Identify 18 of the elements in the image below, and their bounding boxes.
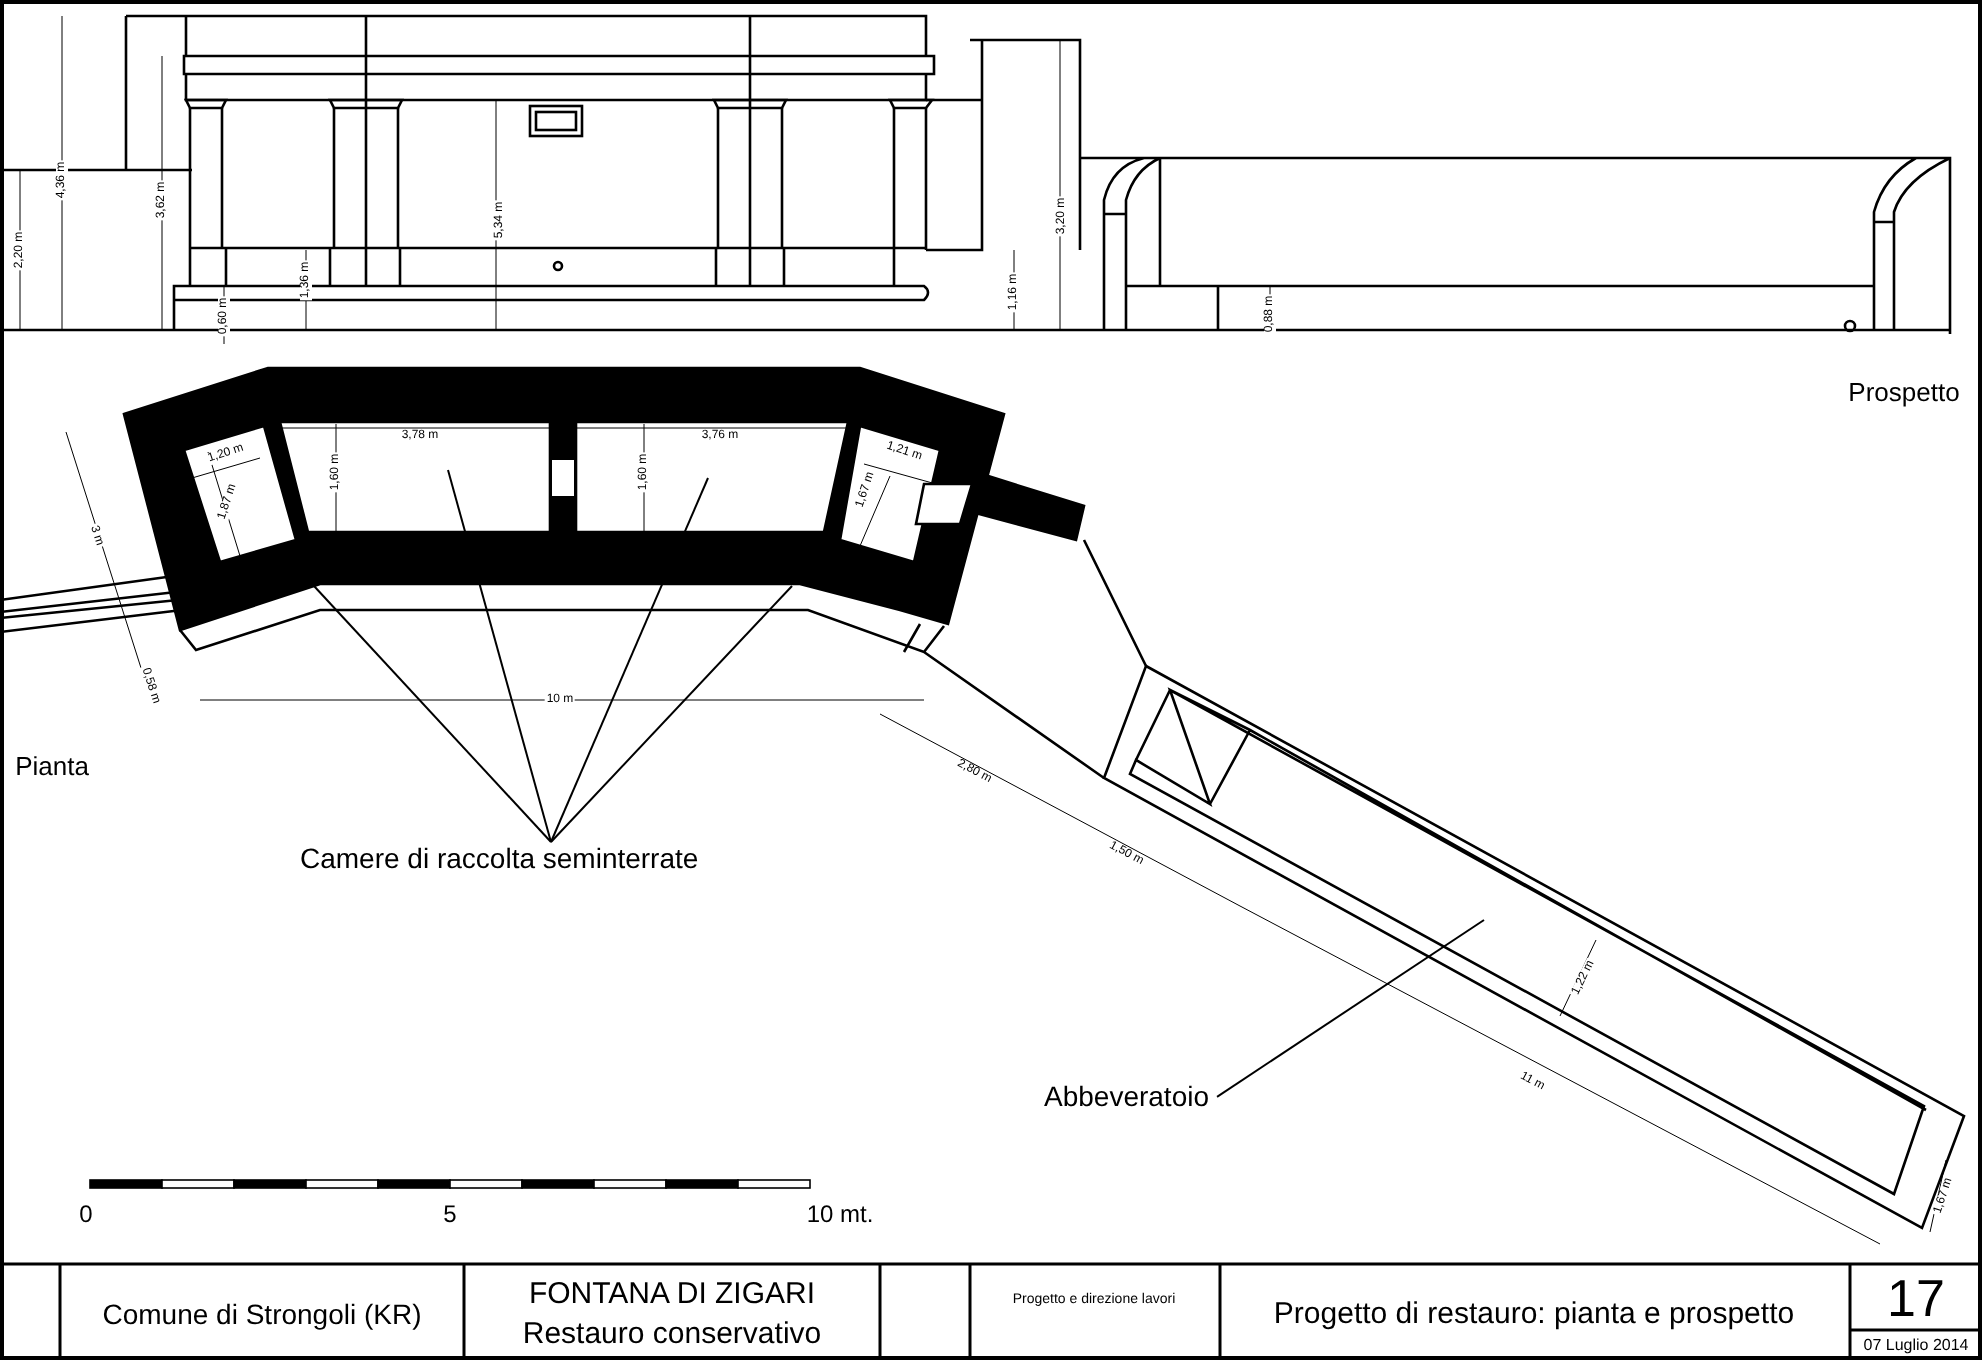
date-text: 07 Luglio 2014 xyxy=(1863,1338,1969,1354)
leader-line xyxy=(550,585,793,843)
sheet-number: 17 xyxy=(1887,1272,1945,1324)
leader-line xyxy=(550,477,709,843)
view-title: Pianta xyxy=(15,753,89,779)
title-block-text: Comune di Strongoli (KR) xyxy=(102,1300,422,1328)
scale-value: 10 mt. xyxy=(806,1202,874,1226)
leader-line xyxy=(447,469,552,843)
title-block-text: FONTANA DI ZIGARI xyxy=(528,1279,816,1309)
scale-value: 0 xyxy=(79,1202,93,1226)
title-block-text: Restauro conservativo xyxy=(522,1319,822,1349)
scale-value: 5 xyxy=(443,1202,457,1226)
callout-label: Camere di raccolta seminterrate xyxy=(300,842,699,876)
leader-line xyxy=(1216,919,1485,1098)
view-title: Prospetto xyxy=(1848,379,1960,405)
callout-label: Abbeveratoio xyxy=(1044,1080,1210,1114)
leader-line xyxy=(313,585,552,843)
title-block-text: Progetto di restauro: pianta e prospetto xyxy=(1273,1299,1795,1329)
